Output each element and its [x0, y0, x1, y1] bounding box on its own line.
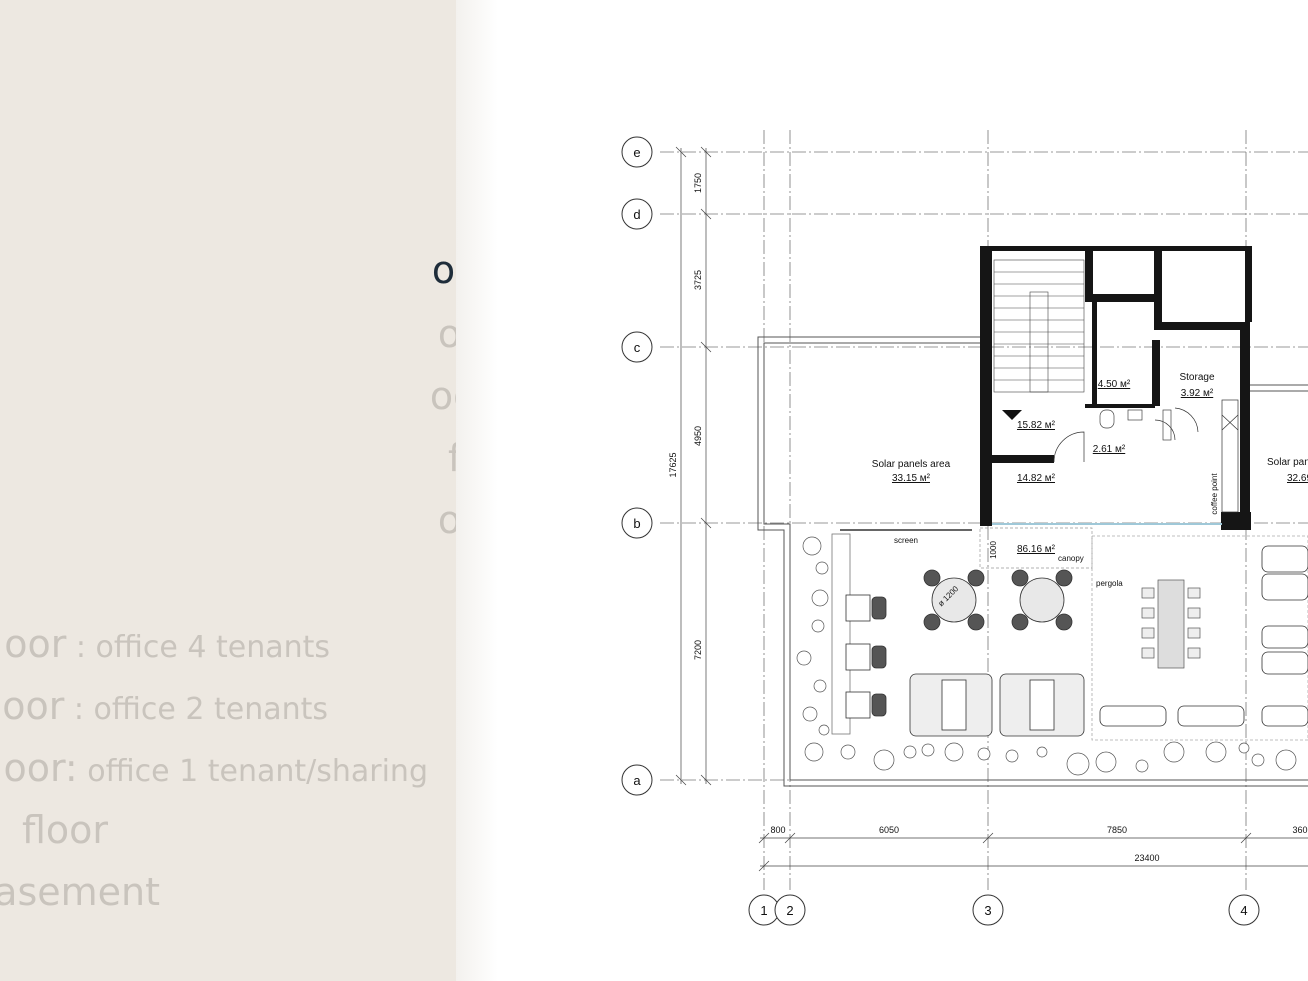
- label-screen: screen: [894, 536, 918, 545]
- dim-17625: 17625: [668, 452, 678, 477]
- axis-bubble: [621, 764, 653, 796]
- dim-3725: 3725: [693, 270, 703, 290]
- room-area-storage: 3.92 м²: [1181, 388, 1214, 399]
- row-axis-markers: e d c b a: [621, 136, 653, 796]
- floor-item-11[interactable]: asement: [0, 870, 160, 914]
- round-tables: [923, 569, 1073, 631]
- dim-800: 800: [770, 825, 785, 835]
- sidebar-edge-fade: [456, 0, 498, 981]
- bench: [831, 533, 851, 735]
- planters: [796, 536, 1297, 776]
- roof-parapet: [757, 336, 1308, 787]
- floor-name: floor: [21, 808, 108, 852]
- doors: [1053, 407, 1199, 463]
- room-label-solar-right: Solar pan: [1267, 457, 1308, 468]
- room-area-solar-right: 32.69: [1287, 473, 1308, 484]
- floor-item-9[interactable]: oor: office 1 tenant/sharing: [3, 746, 428, 794]
- dim-4950: 4950: [693, 426, 703, 446]
- room-label-storage: Storage: [1179, 372, 1214, 383]
- axis-label-2: 2: [786, 903, 793, 918]
- dim-360: 360: [1292, 825, 1307, 835]
- floor-name: oor: [437, 498, 456, 542]
- bathroom-fixtures: [1099, 409, 1172, 441]
- axis-label-d: d: [633, 207, 640, 222]
- room-area-lobby: 14.82 м²: [1017, 473, 1056, 484]
- room-label-solar-left: Solar panels area: [872, 459, 951, 470]
- lounge-chairs: [845, 594, 887, 719]
- axis-bubble: [621, 331, 653, 363]
- floor-plan-drawing: e d c b a 1 2 3 4 1750 3725 4950 7200 17…: [621, 130, 1308, 926]
- axis-bubble: [621, 507, 653, 539]
- dim-6050: 6050: [879, 825, 899, 835]
- floor-name: oor: [437, 312, 456, 356]
- axis-label-e: e: [633, 145, 640, 160]
- axis-bubble: [621, 198, 653, 230]
- floor-selector-panel: oor oor oor floor oor floor oor : office…: [0, 0, 456, 981]
- dimension-lines: [675, 146, 1308, 872]
- label-pergola: pergola: [1096, 579, 1123, 588]
- axis-label-4: 4: [1240, 903, 1247, 918]
- sofa-sets: [909, 673, 1085, 737]
- axis-label-b: b: [633, 516, 640, 531]
- floor-name: oor: [431, 248, 456, 292]
- axis-bubble: [621, 136, 653, 168]
- floor-item-5[interactable]: oor: [438, 498, 456, 542]
- staircase: [993, 259, 1085, 393]
- floor-name: oor:: [3, 746, 78, 790]
- floor-name: floor: [447, 436, 456, 480]
- room-area-stair-hall: 15.82 м²: [1017, 420, 1056, 431]
- label-coffee-point: coffee point: [1210, 473, 1219, 515]
- dim-1750: 1750: [693, 173, 703, 193]
- coffee-counter: [1221, 399, 1239, 513]
- pergola-area: [1091, 535, 1308, 741]
- dim-23400: 23400: [1134, 853, 1159, 863]
- dim-1000: 1000: [989, 541, 998, 559]
- floor-name: oor: [4, 622, 67, 666]
- canopy-area: [979, 527, 1093, 569]
- axis-label-3: 3: [984, 903, 991, 918]
- room-area-a: 4.50 м²: [1098, 379, 1131, 390]
- floor-note: office 1 tenant/sharing: [77, 754, 428, 789]
- axis-label-1: 1: [760, 903, 767, 918]
- terrace-seats: [1099, 545, 1308, 727]
- floor-item-1[interactable]: oor: [432, 248, 456, 292]
- floor-item-10[interactable]: floor: [22, 808, 108, 852]
- floor-note: : office 2 tenants: [64, 692, 328, 727]
- floor-item-3[interactable]: oor: [430, 374, 456, 418]
- column-axis-markers: 1 2 3 4: [748, 894, 1260, 926]
- floor-item-2[interactable]: oor: [438, 312, 456, 356]
- floor-name: oor: [429, 374, 456, 418]
- floor-name: oor: [2, 684, 65, 728]
- floor-item-8[interactable]: oor : office 2 tenants: [2, 684, 328, 732]
- floor-note: : office 4 tenants: [66, 630, 330, 665]
- axis-label-a: a: [633, 773, 641, 788]
- room-area-terrace: 86.16 м²: [1017, 544, 1056, 555]
- axis-label-c: c: [634, 340, 641, 355]
- dim-7200: 7200: [693, 640, 703, 660]
- level-marker-icon: [1002, 410, 1022, 420]
- room-area-wc: 2.61 м²: [1093, 444, 1126, 455]
- floor-item-4[interactable]: floor: [448, 436, 456, 480]
- axis-bubble: [972, 894, 1004, 926]
- room-area-solar-left: 33.15 м²: [892, 473, 931, 484]
- floor-item-7[interactable]: oor : office 4 tenants: [4, 622, 330, 670]
- floor-name: asement: [0, 870, 160, 914]
- axis-bubble: [1228, 894, 1260, 926]
- meeting-table: [1141, 579, 1201, 669]
- core-walls: [980, 246, 1252, 530]
- axis-bubble: [774, 894, 806, 926]
- label-canopy: canopy: [1058, 554, 1084, 563]
- dim-7850: 7850: [1107, 825, 1127, 835]
